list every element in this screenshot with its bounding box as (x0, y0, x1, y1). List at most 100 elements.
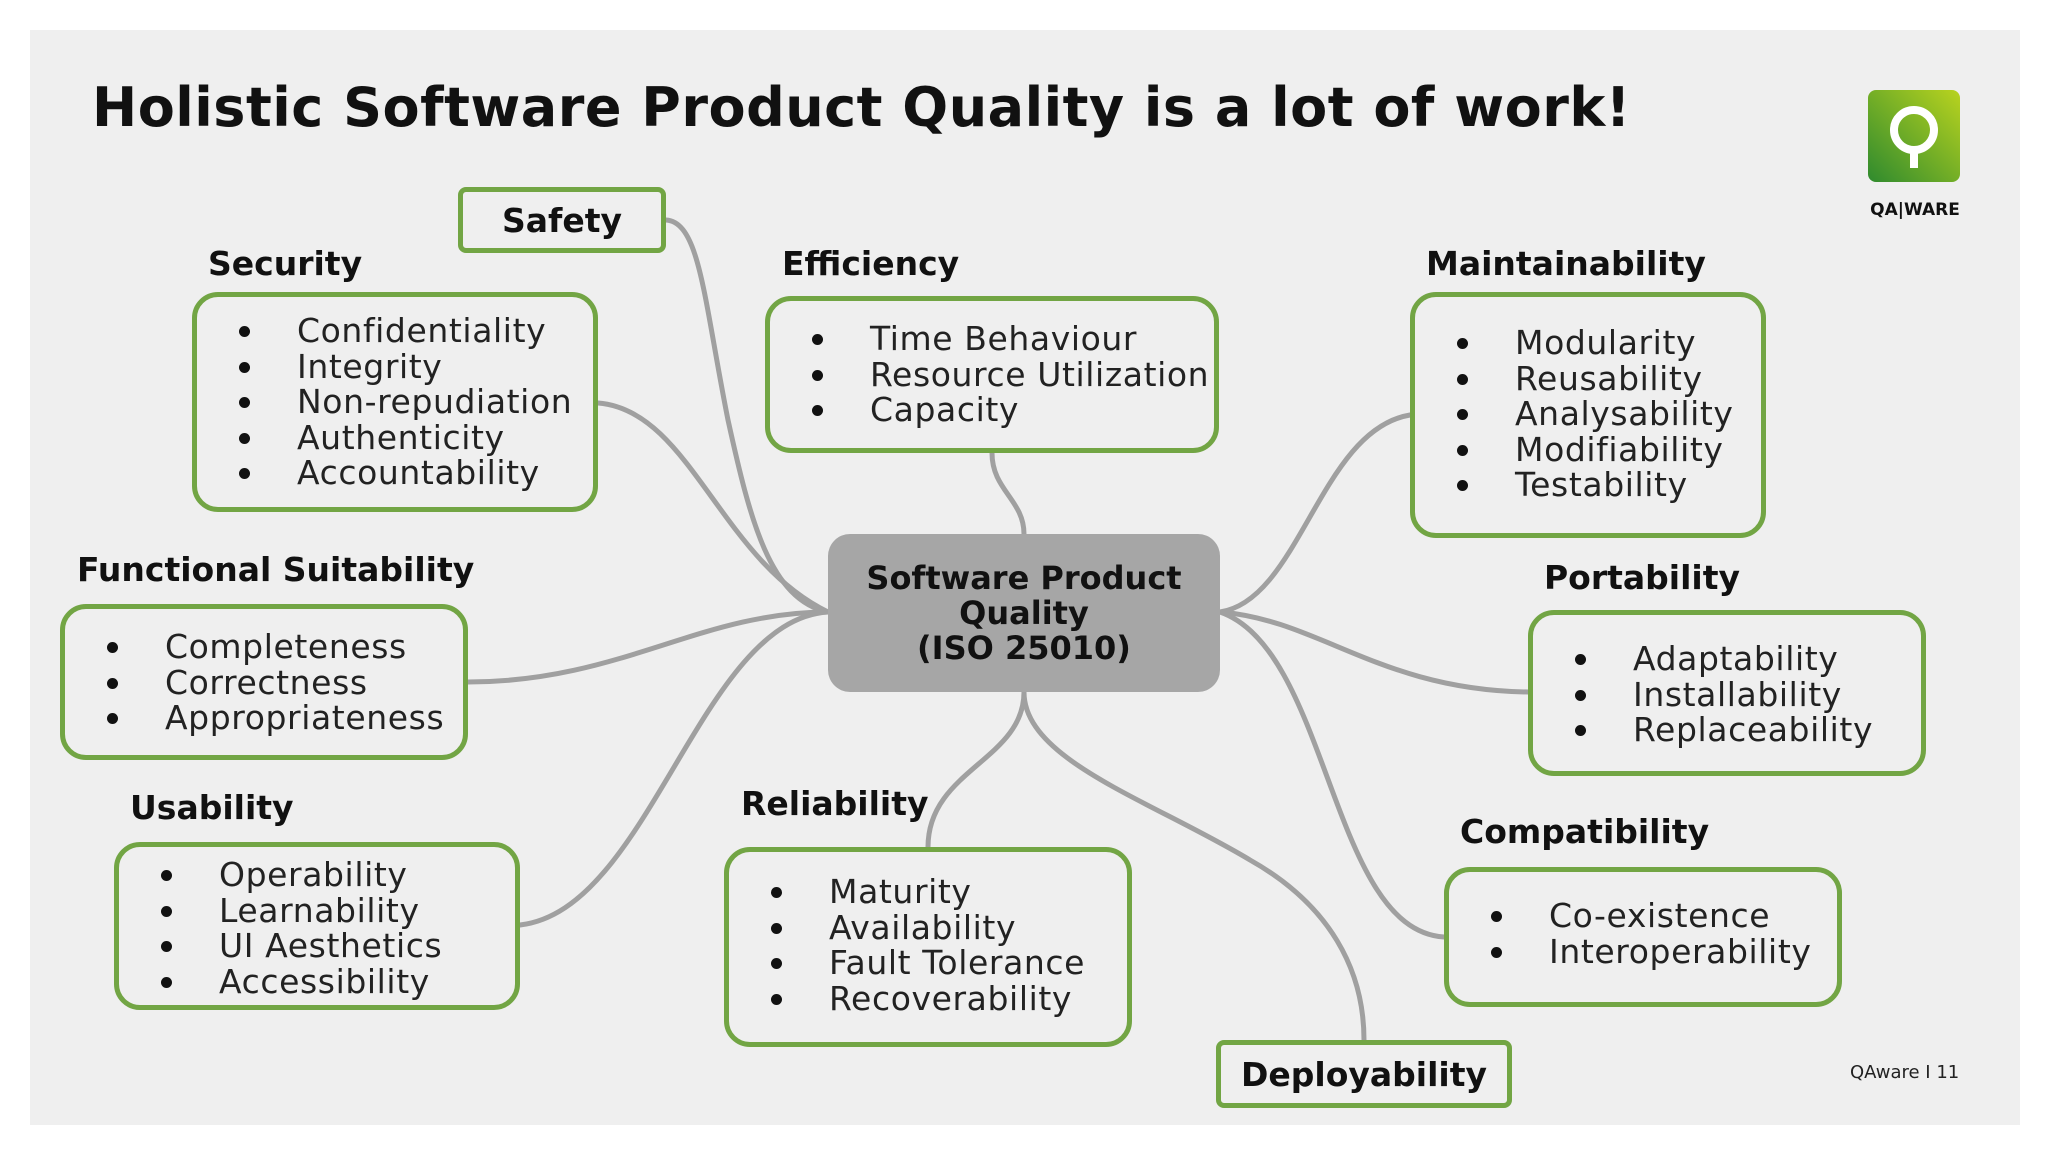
list-item: Appropriateness (107, 700, 444, 736)
efficiency-box: Time Behaviour Resource Utilization Capa… (765, 296, 1219, 453)
list-item: Learnability (161, 892, 442, 929)
connector-reliability (925, 689, 1027, 850)
bullet-icon (161, 905, 172, 917)
functional-suitability-box: Completeness Correctness Appropriateness (60, 604, 468, 760)
bullet-icon (771, 887, 782, 898)
deployability-box: Deployability (1216, 1040, 1512, 1108)
list-item: Testability (1457, 467, 1734, 503)
list-item: Co-existence (1491, 898, 1811, 934)
bullet-icon (771, 958, 782, 969)
center-label: Software Product Quality (ISO 25010) (866, 558, 1182, 667)
center-node: Software Product Quality (ISO 25010) (828, 534, 1220, 692)
bullet-icon (107, 713, 118, 724)
efficiency-list: Time Behaviour Resource Utilization Capa… (812, 321, 1209, 428)
list-item: Recoverability (771, 980, 1085, 1017)
page-title: Holistic Software Product Quality is a l… (92, 76, 1631, 139)
list-item: Fault Tolerance (771, 945, 1085, 981)
list-item: Time Behaviour (812, 321, 1209, 357)
list-item: Operability (161, 857, 442, 893)
bullet-icon (771, 922, 782, 934)
bullet-icon (161, 976, 172, 988)
list-item: Replaceability (1575, 712, 1873, 748)
security-list: Confidentiality Integrity Non-repudiatio… (239, 313, 572, 491)
qaware-logo-icon (1868, 90, 1960, 182)
maintainability-box: Modularity Reusability Analysability Mod… (1410, 292, 1766, 538)
maintainability-heading: Maintainability (1426, 244, 1706, 283)
deployability-label: Deployability (1240, 1054, 1487, 1094)
connector-portability (1217, 609, 1531, 695)
safety-box: Safety (458, 187, 666, 253)
list-item: Availability (771, 909, 1085, 946)
list-item: Installability (1575, 676, 1873, 713)
maintainability-list: Modularity Reusability Analysability Mod… (1457, 325, 1734, 503)
bullet-icon (161, 941, 172, 952)
bullet-icon (239, 326, 250, 337)
portability-heading: Portability (1544, 558, 1741, 597)
list-item: Correctness (107, 664, 444, 701)
list-item: Accessibility (161, 963, 442, 1000)
list-item: Capacity (812, 392, 1209, 428)
bullet-icon (239, 397, 250, 408)
bullet-icon (1457, 444, 1468, 456)
list-item: Confidentiality (239, 313, 572, 349)
bullet-icon (1457, 409, 1468, 420)
security-heading: Security (208, 244, 363, 283)
list-item: Integrity (239, 348, 572, 385)
connector-functional-suitability (465, 609, 831, 685)
bullet-icon (1575, 689, 1586, 701)
bullet-icon (239, 468, 250, 479)
list-item: Adaptability (1575, 641, 1873, 677)
compatibility-box: Co-existence Interoperability (1444, 867, 1842, 1007)
logo-wordmark: QA|WARE (1870, 200, 1960, 220)
reliability-box: Maturity Availability Fault Tolerance Re… (724, 847, 1132, 1047)
bullet-icon (812, 369, 823, 381)
functional-suitability-heading: Functional Suitability (77, 550, 475, 589)
compatibility-heading: Compatibility (1460, 812, 1710, 851)
connector-deployability (1021, 689, 1367, 1043)
page-number: QAware I 11 (1850, 1062, 1960, 1083)
list-item: Accountability (239, 455, 572, 491)
connector-usability (517, 609, 831, 928)
bullet-icon (1491, 911, 1502, 922)
list-item: Modifiability (1457, 431, 1734, 468)
bullet-icon (107, 642, 118, 653)
bullet-icon (1491, 946, 1502, 958)
compatibility-list: Co-existence Interoperability (1491, 898, 1811, 969)
functional-suitability-list: Completeness Correctness Appropriateness (107, 629, 444, 736)
usability-list: Operability Learnability UI Aesthetics A… (161, 857, 442, 999)
list-item: UI Aesthetics (161, 928, 442, 964)
bullet-icon (812, 405, 823, 416)
list-item: Completeness (107, 629, 444, 665)
bullet-icon (239, 361, 250, 373)
security-box: Confidentiality Integrity Non-repudiatio… (192, 292, 598, 512)
list-item: Interoperability (1491, 933, 1811, 970)
bullet-icon (239, 432, 250, 444)
usability-heading: Usability (130, 788, 294, 827)
list-item: Modularity (1457, 325, 1734, 361)
bullet-icon (1457, 480, 1468, 491)
bullet-icon (1575, 725, 1586, 736)
portability-box: Adaptability Installability Replaceabili… (1528, 610, 1926, 776)
connector-compatibility (1217, 609, 1447, 940)
reliability-heading: Reliability (741, 784, 929, 823)
list-item: Analysability (1457, 396, 1734, 432)
bullet-icon (1575, 654, 1586, 665)
connector-security (595, 400, 831, 615)
list-item: Non-repudiation (239, 384, 572, 420)
portability-list: Adaptability Installability Replaceabili… (1575, 641, 1873, 748)
bullet-icon (771, 993, 782, 1005)
connector-maintainability (1217, 412, 1413, 615)
connector-efficiency (989, 450, 1027, 537)
bullet-icon (812, 334, 823, 345)
list-item: Reusability (1457, 360, 1734, 397)
list-item: Authenticity (239, 419, 572, 456)
bullet-icon (161, 870, 172, 881)
bullet-icon (1457, 338, 1468, 349)
bullet-icon (1457, 373, 1468, 385)
efficiency-heading: Efficiency (782, 244, 960, 283)
list-item: Maturity (771, 874, 1085, 910)
bullet-icon (107, 677, 118, 689)
list-item: Resource Utilization (812, 356, 1209, 393)
safety-label: Safety (501, 200, 623, 240)
